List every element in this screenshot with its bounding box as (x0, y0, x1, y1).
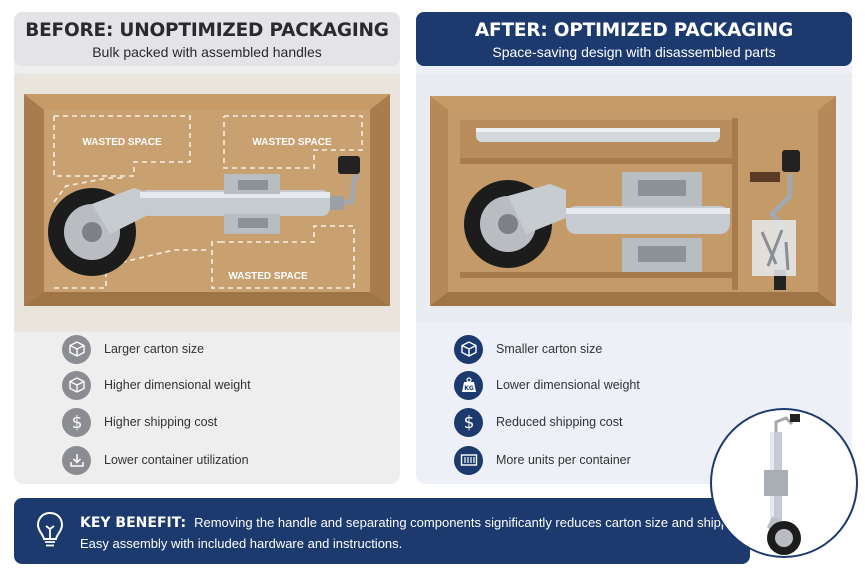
key-benefit-banner: KEY BENEFIT: Removing the handle and sepa… (14, 498, 783, 564)
before-feature-shipping-cost: $ Higher shipping cost (62, 407, 217, 437)
before-header: BEFORE: UNOPTIMIZED PACKAGING Bulk packe… (14, 12, 400, 66)
feature-label: More units per container (496, 453, 631, 467)
before-feature-container-util: Lower container utilization (62, 445, 249, 475)
before-title: BEFORE: UNOPTIMIZED PACKAGING (25, 20, 389, 41)
after-panel: AFTER: OPTIMIZED PACKAGING Space-saving … (416, 12, 852, 484)
before-feature-carton-size: Larger carton size (62, 334, 204, 364)
dollar-icon: $ (62, 407, 91, 437)
feature-label: Higher shipping cost (104, 415, 218, 429)
box-icon (62, 370, 91, 400)
svg-text:$: $ (463, 413, 474, 431)
kg-text: KG (464, 385, 474, 392)
after-header: AFTER: OPTIMIZED PACKAGING Space-saving … (416, 12, 852, 66)
before-panel: BEFORE: UNOPTIMIZED PACKAGING Bulk packe… (14, 12, 400, 484)
after-feature-dim-weight: KG Lower dimensional weight (454, 370, 640, 400)
feature-label: Lower dimensional weight (496, 378, 640, 392)
before-feature-dim-weight: Higher dimensional weight (62, 370, 251, 400)
key-benefit-heading: KEY BENEFIT: (80, 515, 187, 531)
dollar-icon: $ (454, 407, 483, 437)
wasted-space-label-1: WASTED SPACE (82, 137, 162, 148)
key-benefit-text-1: Removing the handle and separating compo… (194, 515, 784, 530)
after-feature-units-per-container: More units per container (454, 445, 631, 475)
download-tray-icon (62, 445, 91, 475)
feature-label: Larger carton size (104, 342, 205, 356)
before-packaging-photo: WASTED SPACE WASTED SPACE WASTED SPACE (14, 74, 400, 332)
after-title: AFTER: OPTIMIZED PACKAGING (474, 20, 794, 41)
after-subtitle: Space-saving design with disassembled pa… (492, 44, 776, 60)
feature-label: Higher dimensional weight (104, 378, 251, 392)
kg-weight-icon: KG (454, 370, 483, 400)
box-icon (454, 334, 483, 364)
after-feature-carton-size: Smaller carton size (454, 334, 602, 364)
feature-label: Lower container utilization (104, 453, 249, 467)
feature-label: Reduced shipping cost (496, 415, 623, 429)
key-benefit-line-1: KEY BENEFIT: Removing the handle and sepa… (80, 515, 783, 531)
assembled-jack-inset-image (710, 408, 858, 558)
after-packaging-photo (416, 74, 852, 322)
wasted-space-label-3: WASTED SPACE (228, 271, 308, 282)
container-icon (454, 445, 483, 475)
after-feature-shipping-cost: $ Reduced shipping cost (454, 407, 622, 437)
lightbulb-icon (34, 510, 66, 555)
box-icon (62, 334, 91, 364)
wasted-space-label-2: WASTED SPACE (252, 137, 332, 148)
svg-text:$: $ (71, 413, 82, 431)
before-subtitle: Bulk packed with assembled handles (92, 44, 322, 60)
key-benefit-text-2: Easy assembly with included hardware and… (80, 536, 403, 551)
feature-label: Smaller carton size (496, 342, 603, 356)
